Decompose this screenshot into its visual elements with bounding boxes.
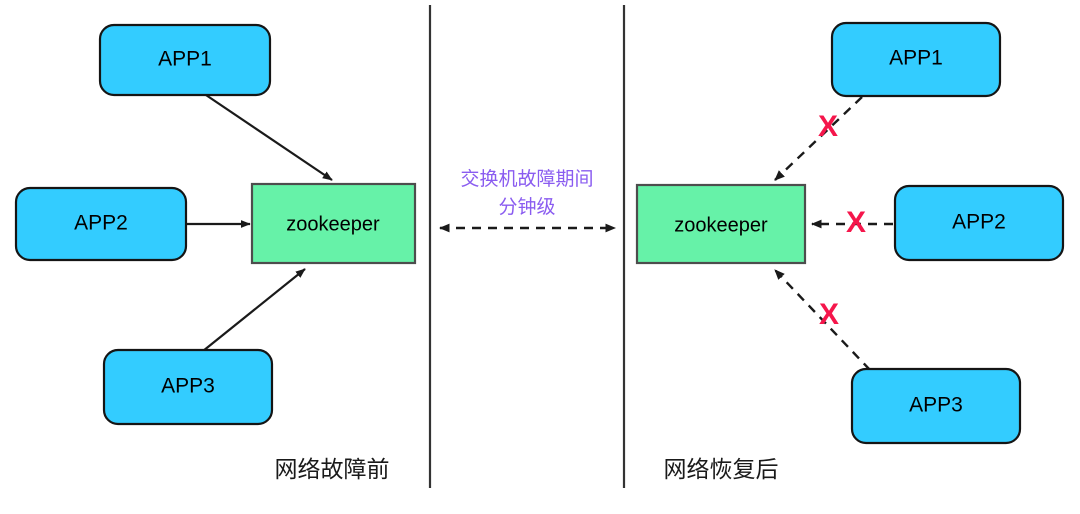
center-note-line1: 交换机故障期间	[460, 168, 593, 190]
left-node-app2[interactable]: APP2	[14, 186, 188, 262]
left-app2-box[interactable]	[14, 186, 188, 262]
left-node-app3[interactable]: APP3	[102, 348, 274, 426]
left-panel-caption: 网络故障前	[275, 456, 390, 482]
left-app1-box[interactable]	[98, 23, 272, 97]
left-node-zookeeper[interactable]: zookeeper	[250, 182, 417, 265]
right-cross-app2: X	[846, 206, 866, 239]
left-app1-label: APP1	[158, 48, 212, 71]
right-panel-group: X X X APP1 APP2 APP3	[635, 21, 1065, 482]
right-arrow-app3-to-zookeeper	[774, 269, 871, 371]
right-node-app2[interactable]: APP2	[893, 184, 1065, 262]
right-node-app3[interactable]: APP3	[850, 367, 1022, 445]
right-zookeeper-label: zookeeper	[674, 214, 768, 236]
center-note-line2: 分钟级	[498, 196, 555, 218]
right-app1-box[interactable]	[830, 21, 1002, 98]
left-panel-group: APP1 APP2 APP3 zookeeper 网络故障前	[14, 23, 417, 482]
left-node-app1[interactable]: APP1	[98, 23, 272, 97]
right-cross-app3: X	[819, 298, 839, 331]
left-app2-label: APP2	[74, 212, 128, 235]
right-node-zookeeper[interactable]: zookeeper	[635, 183, 807, 265]
right-app3-box[interactable]	[850, 367, 1022, 445]
right-app2-label: APP2	[952, 211, 1006, 234]
right-zookeeper-box[interactable]	[635, 183, 807, 265]
left-zookeeper-label: zookeeper	[286, 213, 380, 235]
right-app1-label: APP1	[889, 47, 943, 70]
left-zookeeper-box[interactable]	[250, 182, 417, 265]
center-gap-group: 交换机故障期间 分钟级	[439, 168, 616, 233]
right-app2-box[interactable]	[893, 184, 1065, 262]
left-app3-box[interactable]	[102, 348, 274, 426]
right-arrow-app1-to-zookeeper	[774, 96, 863, 181]
left-arrow-app1-to-zookeeper	[202, 92, 333, 181]
left-arrow-app3-to-zookeeper	[202, 268, 306, 352]
right-cross-app1: X	[818, 110, 838, 143]
left-app3-label: APP3	[161, 375, 215, 398]
right-panel-caption: 网络恢复后	[664, 456, 779, 482]
right-app3-label: APP3	[909, 394, 963, 417]
right-node-app1[interactable]: APP1	[830, 21, 1002, 98]
